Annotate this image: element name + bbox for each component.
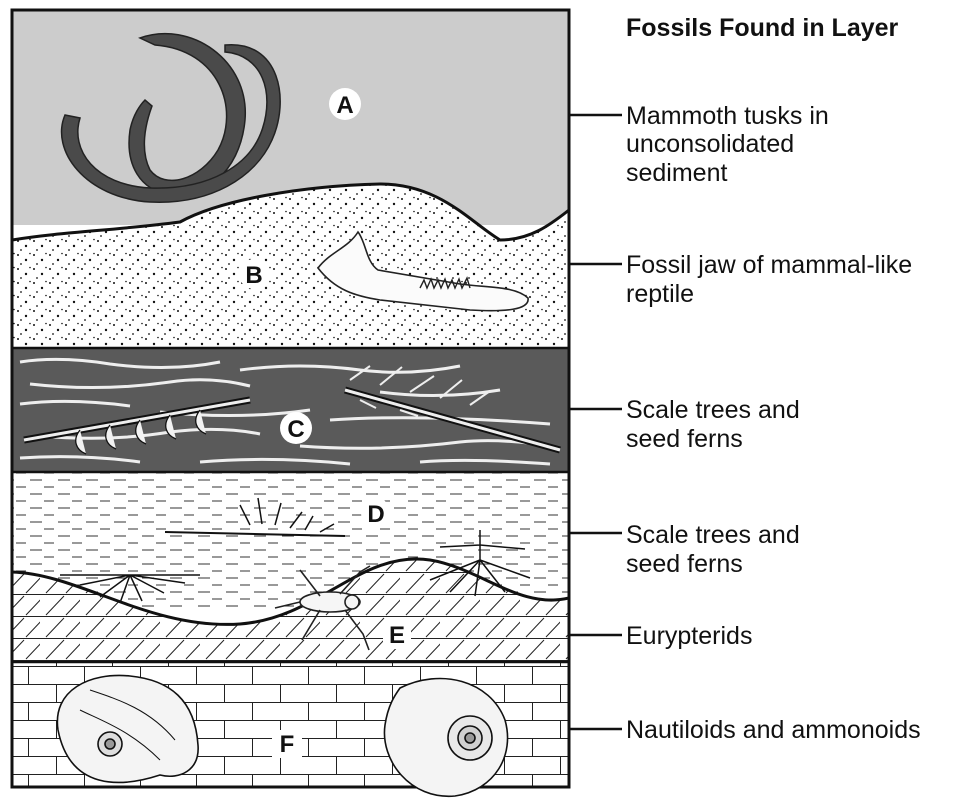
layer-a-fossil-line-2: unconsolidated [626,130,794,158]
layer-letter-c-badge: C [280,412,312,444]
fossils-heading: Fossils Found in Layer [626,14,899,42]
layer-letter-b: B [245,262,262,289]
layer-letter-e-badge: E [383,621,411,649]
leader-lines [569,115,622,729]
layer-c-fossil-line-1: Scale trees and [626,396,800,424]
layer-letter-f-badge: F [272,730,302,758]
layer-letter-a: A [336,92,353,119]
layer-letter-d: D [367,501,384,528]
layer-letter-d-badge: D [361,498,391,528]
layer-letter-e: E [389,622,405,649]
layer-letter-a-badge: A [329,88,361,120]
layer-a-fossil-line-3: sediment [626,159,727,187]
layer-f-fossil-line-1: Nautiloids and ammonoids [626,716,921,744]
layer-letter-c: C [287,416,304,443]
layer-c-fossil-line-2: seed ferns [626,425,743,453]
layer-b-fossil-line-2: reptile [626,280,694,308]
layer-e-fossil-line-1: Eurypterids [626,622,752,650]
layer-b-fossil-line-1: Fossil jaw of mammal-like [626,251,912,279]
layer-d-fossil-line-2: seed ferns [626,550,743,578]
layer-letter-f: F [280,731,295,758]
layer-letter-b-badge: B [239,259,269,289]
layer-a-fossil-line-1: Mammoth tusks in [626,102,829,130]
layer-d-fossil-line-1: Scale trees and [626,521,800,549]
